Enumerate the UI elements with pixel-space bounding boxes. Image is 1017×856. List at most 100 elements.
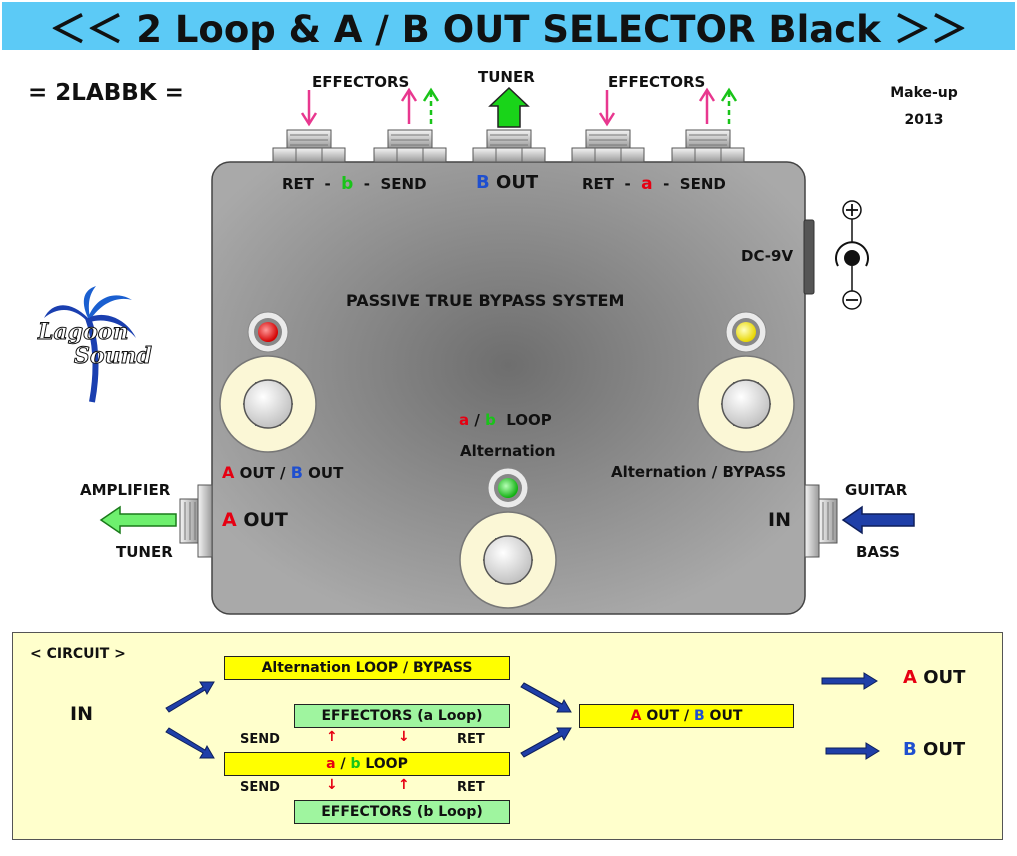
- loop-b-letter: b: [341, 174, 354, 194]
- circuit-ab-slash: /: [340, 756, 346, 772]
- jack-ret-a: [571, 129, 645, 163]
- arrow-into-ret-b: [300, 90, 318, 127]
- footswitch-left[interactable]: [219, 355, 317, 453]
- eff-a-label: EFFECTORS (a Loop): [321, 708, 483, 724]
- circuit-out-word: OUT: [704, 708, 743, 724]
- left-out: OUT: [308, 464, 344, 482]
- ab-loop-word: LOOP: [506, 411, 552, 429]
- circuit-ab-b: b: [350, 756, 361, 772]
- footswitch-center[interactable]: [459, 511, 557, 609]
- circuit-out-mid: OUT /: [641, 708, 695, 724]
- b-letter: B: [476, 172, 490, 193]
- circuit-ret-a: RET: [457, 732, 485, 747]
- left-a: A: [222, 463, 235, 482]
- makeup-year: 2013: [904, 112, 944, 128]
- jack-b-out: [472, 129, 546, 163]
- circuit-arrow-right-b: [825, 742, 880, 760]
- model-code: = 2LABBK =: [28, 80, 184, 106]
- circuit-arrows: [165, 672, 880, 760]
- label-dc: DC-9V: [741, 247, 794, 265]
- a-out-word: OUT: [243, 509, 288, 531]
- circuit-arrow-alt-to-out: [520, 682, 572, 713]
- label-alternation: Alternation: [460, 442, 556, 460]
- label-a-out: A OUT: [222, 509, 288, 531]
- led-green: [487, 467, 529, 509]
- circuit-eff-b-box: EFFECTORS (b Loop): [294, 800, 510, 824]
- ret-label: RET: [582, 175, 615, 193]
- circuit-arrow-in-up: [165, 681, 215, 713]
- label-guitar: GUITAR: [845, 481, 908, 499]
- loop-a-letter: a: [641, 174, 653, 194]
- circuit-down-arrow-a: ↓: [398, 729, 410, 745]
- circuit-ret-b: RET: [457, 780, 485, 795]
- alt-loop-label: Alternation LOOP / BYPASS: [261, 660, 473, 676]
- right-a-letter: A: [903, 667, 917, 688]
- lagoon-sound-logo: [44, 286, 136, 403]
- circuit-right-b-out: B OUT: [903, 739, 965, 760]
- label-effectors-a: EFFECTORS: [608, 73, 706, 91]
- circuit-arrow-right-a: [821, 672, 878, 690]
- label-effectors-b: EFFECTORS: [312, 73, 410, 91]
- jack-a-out-side: [179, 484, 213, 558]
- jack-send-b: [373, 129, 447, 163]
- right-b-out: OUT: [923, 739, 966, 760]
- send-label: SEND: [380, 175, 427, 193]
- right-a-out: OUT: [923, 667, 966, 688]
- left-mid: OUT /: [239, 464, 286, 482]
- label-ret-send-a: RET - a - SEND: [582, 174, 726, 194]
- makeup-block: Make-up 2013: [872, 80, 976, 134]
- dc-jack: [803, 219, 815, 295]
- pedal-diagram: [44, 86, 915, 615]
- guitar-in-arrow: [841, 505, 915, 535]
- logo-line1: Lagoon: [38, 319, 129, 345]
- arrow-out-send-a: [698, 87, 738, 124]
- circuit-out-b: B: [694, 708, 705, 724]
- label-amplifier: AMPLIFIER: [80, 481, 171, 499]
- ab-b: b: [485, 411, 496, 429]
- jack-send-a: [671, 129, 745, 163]
- label-bass: BASS: [856, 543, 900, 561]
- led-red: [247, 311, 289, 353]
- jack-in-side: [804, 484, 838, 558]
- label-tuner-top: TUNER: [478, 68, 535, 86]
- label-in: IN: [768, 509, 791, 531]
- circuit-out-a: A: [630, 708, 642, 724]
- makeup-label: Make-up: [890, 85, 958, 101]
- amplifier-arrow: [99, 505, 177, 535]
- eff-b-label: EFFECTORS (b Loop): [321, 804, 483, 820]
- label-right-switch: Alternation / BYPASS: [611, 463, 787, 481]
- circuit-alt-loop-box: Alternation LOOP / BYPASS: [224, 656, 510, 680]
- arrow-into-ret-a: [598, 90, 616, 127]
- title-bar: ＜＜ 2 Loop & A / B OUT SELECTOR Black ＞＞: [2, 2, 1015, 51]
- jack-ret-b: [272, 129, 346, 163]
- out-word: OUT: [496, 172, 539, 193]
- dash: -: [663, 175, 670, 193]
- tuner-arrow: [488, 86, 530, 128]
- circuit-ab-loop: LOOP: [365, 756, 408, 772]
- circuit-send-a: SEND: [240, 732, 280, 747]
- label-ret-send-b: RET - b - SEND: [282, 174, 427, 194]
- dc-polarity-icon: [835, 200, 869, 310]
- circuit-eff-a-box: EFFECTORS (a Loop): [294, 704, 510, 728]
- dash: -: [363, 175, 371, 193]
- circuit-up-arrow-b: ↑: [398, 777, 410, 793]
- page-title: ＜＜ 2 Loop & A / B OUT SELECTOR Black ＞＞: [49, 8, 968, 51]
- arrow-out-send-b: [400, 87, 440, 124]
- ab-slash: /: [474, 411, 480, 429]
- label-tuner-side: TUNER: [116, 543, 173, 561]
- right-b-letter: B: [903, 739, 917, 760]
- dash: -: [324, 175, 331, 193]
- send-label: SEND: [679, 175, 726, 193]
- circuit-send-b: SEND: [240, 780, 280, 795]
- logo-line2: Sound: [74, 343, 153, 369]
- ret-label: RET: [282, 175, 315, 193]
- label-b-out: B OUT: [476, 172, 538, 193]
- circuit-ab-loop-box: a / b LOOP: [224, 752, 510, 776]
- a-out-letter: A: [222, 509, 237, 531]
- footswitch-right[interactable]: [697, 355, 795, 453]
- circuit-up-arrow-a: ↑: [326, 729, 338, 745]
- label-system: PASSIVE TRUE BYPASS SYSTEM: [346, 291, 625, 310]
- circuit-arrow-ab-to-out: [520, 727, 572, 758]
- led-yellow: [725, 311, 767, 353]
- ab-a: a: [459, 411, 470, 429]
